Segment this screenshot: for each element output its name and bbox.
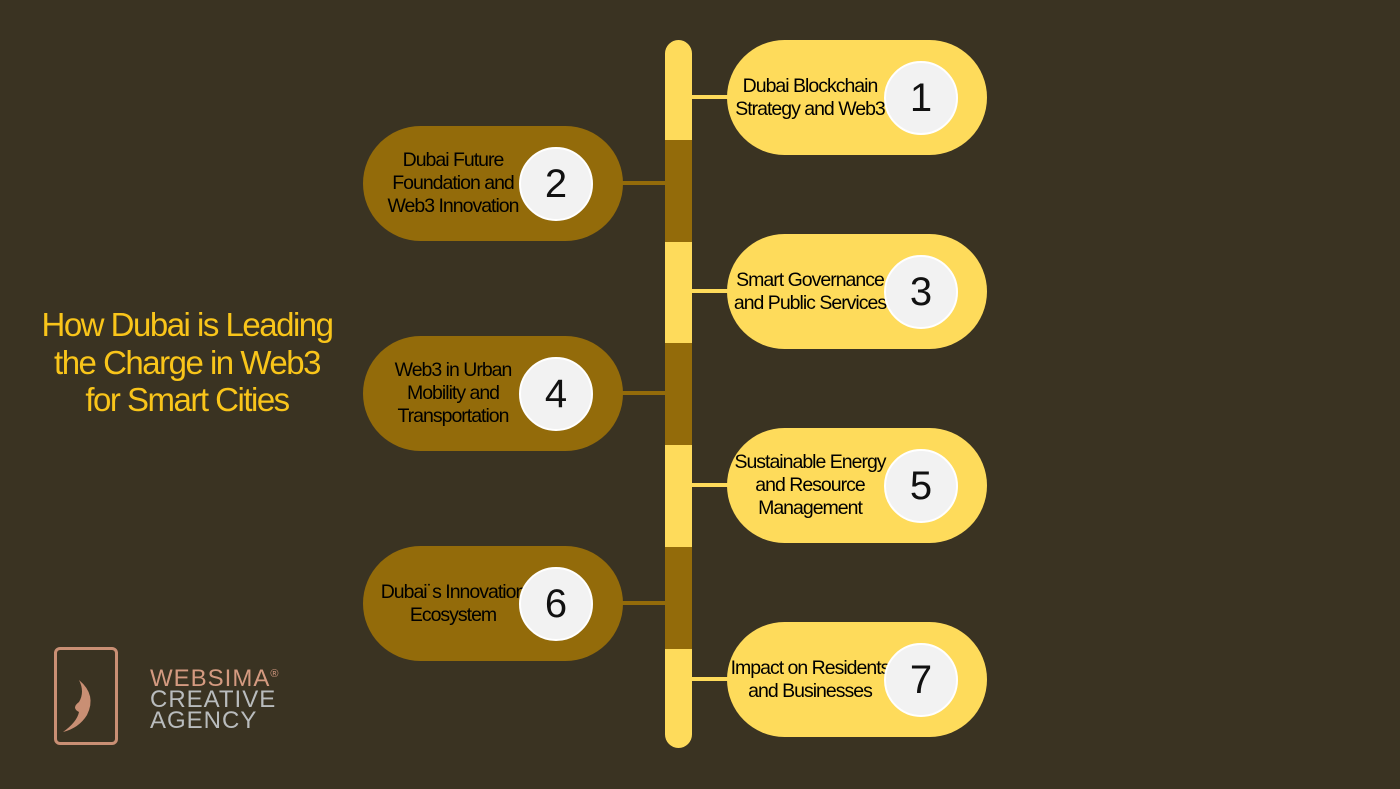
- brand-line3: AGENCY: [150, 707, 258, 734]
- step-label: Dubai˙s Innovation Ecosystem: [380, 580, 527, 626]
- step-label: Dubai Future Foundation and Web3 Innovat…: [387, 149, 520, 217]
- step-label: Web3 in Urban Mobility and Transportatio…: [394, 359, 513, 427]
- brand-line2: CREATIVE: [150, 686, 277, 713]
- websima-logo-icon: [54, 647, 118, 745]
- step-card-2: Dubai Future Foundation and Web3 Innovat…: [363, 126, 623, 241]
- connector-line: [621, 391, 667, 395]
- step-card-4: Web3 in Urban Mobility and Transportatio…: [363, 336, 623, 451]
- spine-segment: [665, 547, 692, 649]
- connector-line: [690, 289, 729, 293]
- step-label: Sustainable Energy and Resource Manageme…: [734, 451, 886, 519]
- timeline-spine: [665, 40, 692, 748]
- spine-segment: [665, 343, 692, 445]
- brand-name: WEBSIMA: [150, 665, 271, 692]
- connector-line: [690, 95, 729, 99]
- step-number-badge: 7: [884, 643, 958, 717]
- step-number-badge: 2: [519, 147, 593, 221]
- registered-mark: ®: [270, 668, 280, 680]
- infographic-title: How Dubai is Leading the Charge in Web3 …: [41, 306, 334, 418]
- connector-line: [621, 601, 667, 605]
- connector-line: [621, 181, 667, 185]
- step-number-badge: 6: [519, 567, 593, 641]
- spine-segment: [665, 445, 692, 547]
- step-number-badge: 3: [884, 255, 958, 329]
- step-number-badge: 1: [884, 61, 958, 135]
- brand-text: WEBSIMA® CREATIVE AGENCY: [150, 664, 280, 734]
- connector-line: [690, 677, 729, 681]
- spine-segment: [665, 242, 692, 343]
- step-label: Smart Governance and Public Services: [733, 268, 887, 314]
- step-label: Impact on Residents and Businesses: [730, 656, 891, 702]
- spine-segment: [665, 40, 692, 140]
- spine-segment: [665, 649, 692, 748]
- connector-line: [690, 483, 729, 487]
- step-number-badge: 5: [884, 449, 958, 523]
- spine-segment: [665, 140, 692, 242]
- step-label: Dubai Blockchain Strategy and Web3: [735, 74, 886, 120]
- step-number-badge: 4: [519, 357, 593, 431]
- step-card-5: Sustainable Energy and Resource Manageme…: [727, 428, 987, 543]
